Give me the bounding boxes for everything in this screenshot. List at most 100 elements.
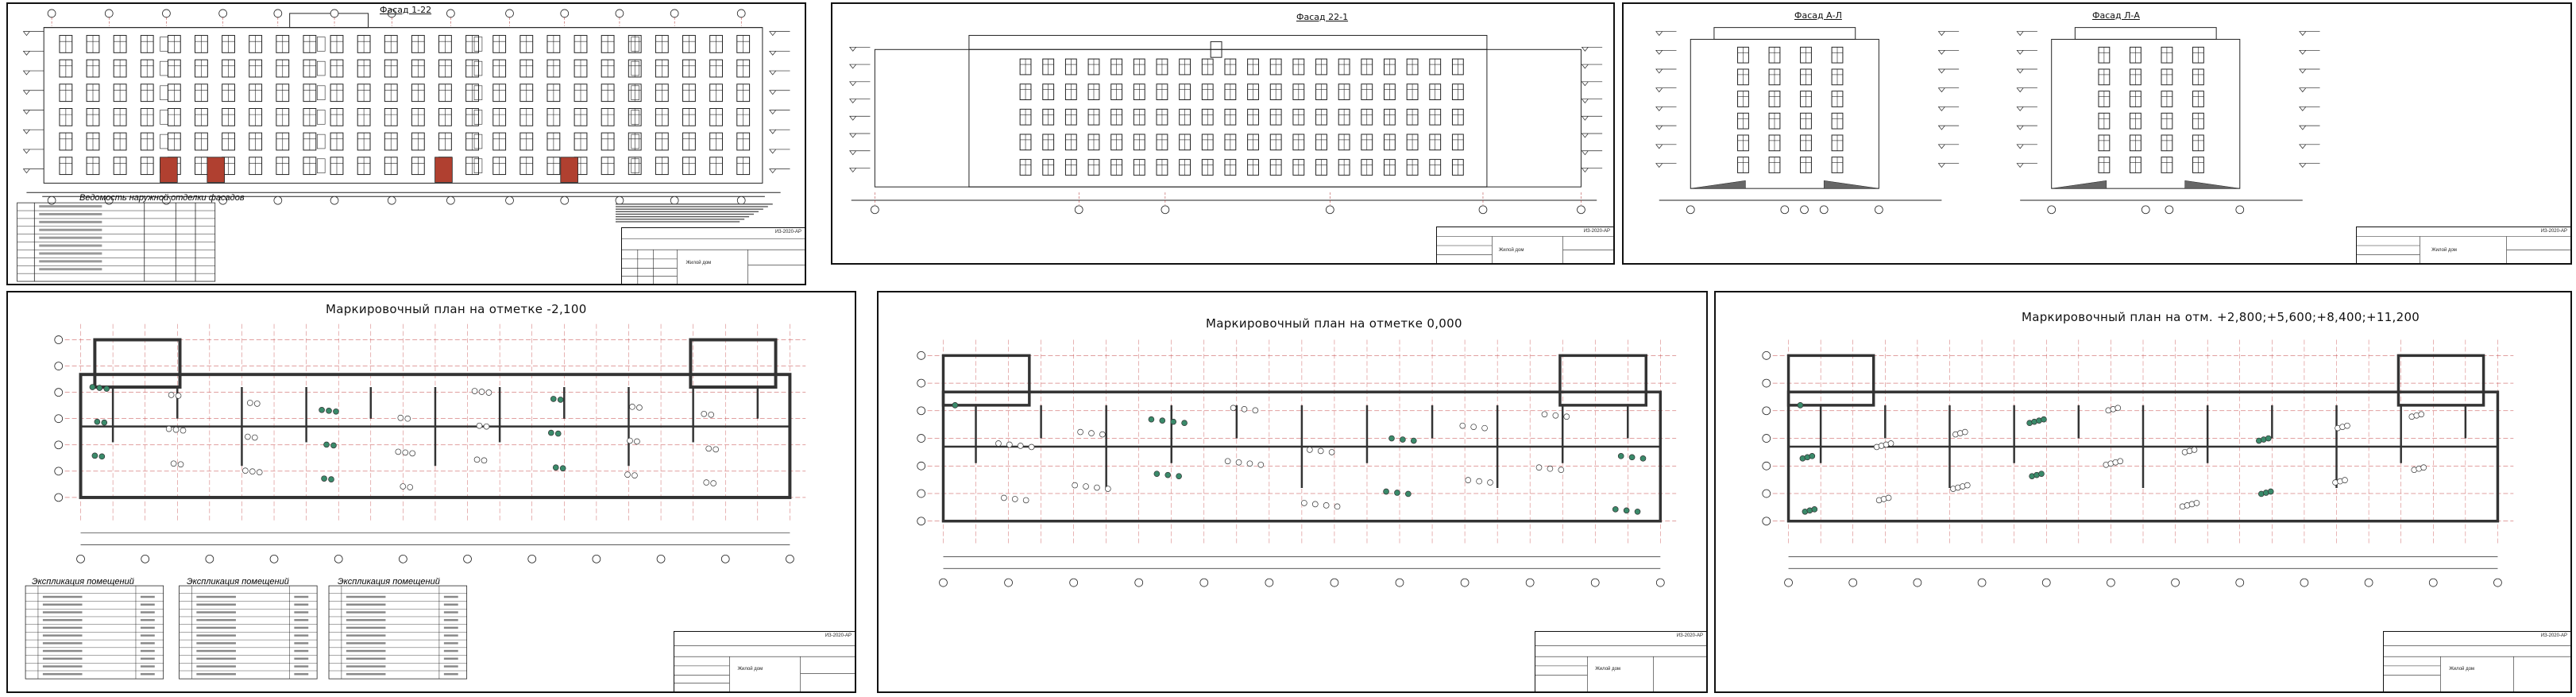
level-mark (2299, 106, 2320, 111)
room-marker (1252, 407, 1259, 414)
room-marker (175, 393, 182, 399)
stair-window (473, 60, 483, 76)
stair-window (316, 158, 326, 173)
axis-bubble (2141, 205, 2150, 215)
plan-basement-drawing (25, 323, 806, 680)
level-mark (849, 150, 871, 156)
axis-bubble (1074, 205, 1083, 215)
room-marker (2117, 458, 2124, 465)
wing-wall (1558, 354, 1647, 407)
axis-bubble (1762, 434, 1771, 443)
room-marker (627, 437, 633, 444)
level-mark (22, 129, 44, 134)
room-marker (253, 401, 261, 407)
sheet-plan-ground: Маркировочный план на отметке 0,000 ИЗ-2… (877, 291, 1708, 693)
axis-bubble (1330, 578, 1339, 587)
stair-window (316, 110, 326, 125)
wing-wall (93, 338, 182, 389)
level-mark (769, 70, 790, 76)
axis-bubble (1326, 205, 1334, 215)
room-marker (170, 460, 177, 467)
axis-bubble (1875, 205, 1883, 215)
room-marker (1410, 437, 1417, 444)
room-marker (1623, 507, 1630, 514)
stair-window (631, 85, 639, 100)
facade-main-drawing (17, 9, 790, 282)
stamp-grid (1437, 236, 1613, 263)
room-marker (1088, 430, 1095, 436)
entrance-door (560, 157, 578, 183)
stamp-label: Жилой дом (686, 260, 712, 265)
room-marker (1017, 443, 1024, 449)
room-marker (1470, 424, 1477, 430)
axis-bubble (54, 467, 64, 476)
level-mark (1581, 168, 1603, 172)
axis-bubble (871, 205, 879, 215)
plan-ground-drawing (917, 339, 1677, 587)
axis-bubble (1265, 578, 1274, 587)
stair-window (473, 85, 483, 100)
axis-bubble (2364, 578, 2373, 587)
room-marker (1797, 402, 1804, 409)
level-mark (769, 31, 790, 37)
room-marker (552, 464, 559, 471)
room-marker (478, 389, 485, 395)
axis-bubble (1161, 205, 1170, 215)
sheet-facade-main: Фасад 1-22 Ведомость наружной отделки фа… (6, 2, 806, 285)
axis-bubble (387, 196, 396, 205)
room-marker (1246, 460, 1253, 467)
outer-wall (1786, 390, 2500, 523)
room-marker (1323, 502, 1330, 509)
explication-table (179, 585, 318, 680)
room-marker (471, 388, 478, 394)
stamp-code: ИЗ-2020-АР (1676, 633, 1703, 638)
axis-bubble (917, 489, 926, 498)
stamp-code: ИЗ-2020-АР (2540, 229, 2567, 234)
axis-bubble (104, 196, 114, 205)
room-marker (333, 408, 339, 415)
axis-bubble (1686, 205, 1695, 215)
axis-bubble (2107, 578, 2115, 587)
room-marker (2038, 470, 2045, 478)
room-marker (710, 480, 716, 486)
room-marker (1563, 413, 1570, 420)
explication-title-1: Экспликация помещений (32, 577, 134, 587)
room-marker (245, 433, 251, 440)
axis-bubble (786, 554, 794, 563)
room-marker (1301, 500, 1307, 506)
facade-rear-title: Фасад 22-1 (1296, 12, 1349, 22)
axis-bubble (1913, 578, 1922, 587)
room-marker (1612, 506, 1619, 513)
title-block: ИЗ-2020-АР Жилой дом (1535, 631, 1707, 692)
level-mark (2299, 49, 2320, 55)
level-mark (769, 129, 790, 134)
axis-bubble (54, 493, 64, 502)
sheet-facade-rear: Фасад 22-1 ИЗ-2020-АР Жилой дом (831, 2, 1615, 265)
room-marker (402, 449, 409, 456)
room-marker (636, 405, 643, 411)
room-marker (473, 456, 481, 463)
level-mark (1937, 125, 1960, 130)
explication-title-2: Экспликация помещений (187, 577, 289, 587)
room-marker (1487, 479, 1493, 486)
note-line (616, 215, 750, 218)
axis-bubble (1780, 205, 1790, 215)
sheet-plan-typical: Маркировочный план на отм. +2,800;+5,600… (1714, 291, 2572, 693)
axis-bubble (273, 9, 283, 18)
axis-bubble (736, 196, 746, 205)
room-marker (547, 429, 554, 436)
room-marker (321, 475, 327, 482)
axis-bubble (2235, 578, 2245, 587)
axis-bubble (162, 196, 171, 205)
room-marker (2114, 405, 2122, 412)
stair-window (473, 37, 483, 52)
room-marker (624, 471, 631, 478)
axis-bubble (917, 406, 926, 416)
room-marker (1811, 506, 1818, 513)
axis-bubble (720, 554, 730, 563)
room-marker (1099, 431, 1106, 438)
room-marker (2265, 435, 2272, 442)
room-marker (1535, 464, 1543, 471)
room-marker (2041, 416, 2047, 423)
room-marker (1809, 453, 1816, 459)
